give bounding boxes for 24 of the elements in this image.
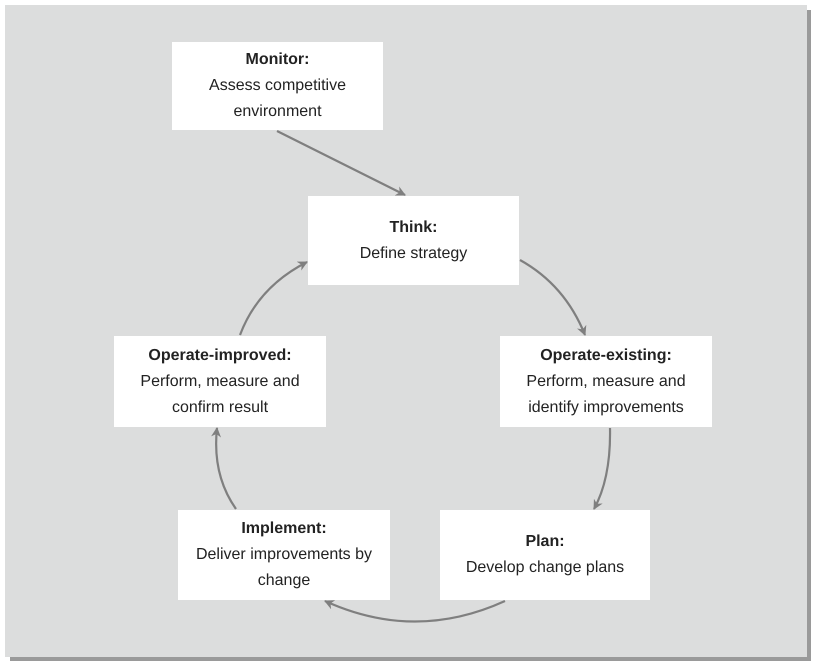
step-heading: Implement: — [241, 519, 327, 539]
step-heading: Plan: — [525, 532, 565, 552]
arrow — [324, 600, 506, 623]
process-box — [308, 196, 519, 285]
process-box — [172, 42, 383, 130]
step-heading: Operate-improved: — [148, 346, 292, 366]
step-description: Assess competitive environment — [208, 76, 347, 122]
arrow — [276, 130, 406, 196]
process-box — [500, 336, 712, 427]
arrow — [238, 261, 308, 336]
arrow — [519, 259, 586, 336]
arrow — [211, 427, 237, 510]
step-description: Perform, measure and confirm result — [139, 372, 301, 418]
step-description: Perform, measure and identify improvements — [525, 372, 687, 418]
step-description: Define strategy — [360, 244, 468, 264]
step-description: Develop change plans — [466, 558, 624, 578]
process-box — [114, 336, 326, 427]
step-heading: Think: — [390, 218, 438, 238]
arrow — [593, 428, 612, 510]
step-heading: Operate-existing: — [540, 346, 672, 366]
step-heading: Monitor: — [246, 50, 310, 70]
step-description: Deliver improvements by change — [194, 545, 374, 591]
process-box — [178, 510, 390, 600]
process-box — [440, 510, 650, 600]
